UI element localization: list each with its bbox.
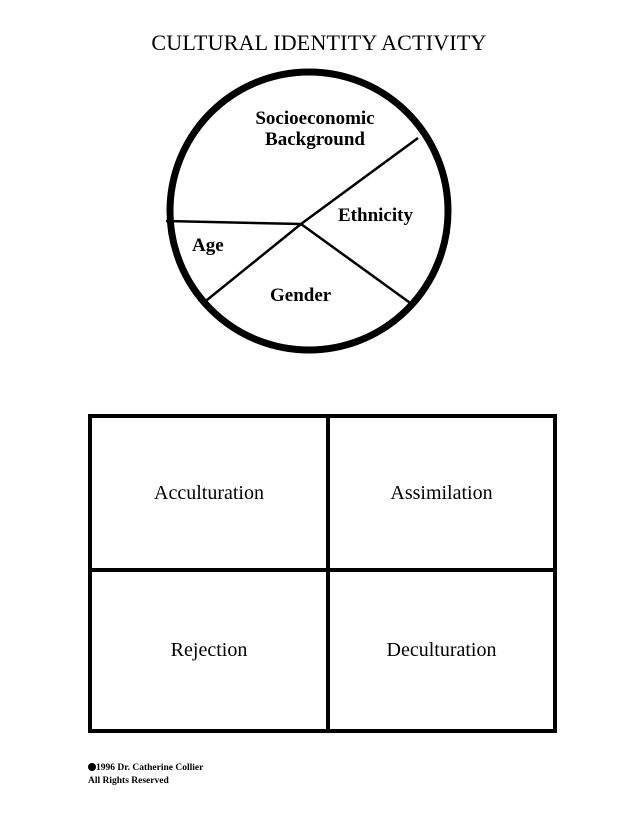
pie-divider-upper-right	[300, 136, 419, 226]
quadrant-cell-assimilation[interactable]: Assimilation	[326, 418, 553, 568]
copyright-icon	[88, 763, 96, 771]
footer-copyright: 1996 Dr. Catherine Collier All Rights Re…	[88, 762, 203, 788]
footer-line-1: 1996 Dr. Catherine Collier	[88, 762, 203, 775]
quadrant-cell-acculturation[interactable]: Acculturation	[92, 418, 326, 568]
footer-line-2: All Rights Reserved	[88, 775, 169, 786]
pie-divider-lower-right	[300, 222, 414, 307]
cultural-identity-pie-diagram: Socioeconomic Background Ethnicity Age G…	[150, 60, 470, 365]
footer-copyright-text: 1996 Dr. Catherine Collier	[96, 763, 204, 773]
pie-label-socioeconomic: Socioeconomic Background	[255, 108, 375, 151]
acculturation-matrix: Acculturation Assimilation Rejection Dec…	[88, 414, 557, 733]
quadrant-cell-deculturation[interactable]: Deculturation	[326, 568, 553, 729]
pie-divider-left-horizontal	[165, 219, 302, 226]
page-title: CULTURAL IDENTITY ACTIVITY	[151, 30, 487, 55]
pie-label-age: Age	[192, 235, 224, 256]
quadrant-cell-rejection[interactable]: Rejection	[92, 568, 326, 729]
pie-label-ethnicity: Ethnicity	[338, 205, 413, 226]
pie-divider-lower-left	[201, 223, 302, 305]
pie-label-gender: Gender	[270, 285, 332, 306]
pie-svg	[165, 68, 452, 354]
